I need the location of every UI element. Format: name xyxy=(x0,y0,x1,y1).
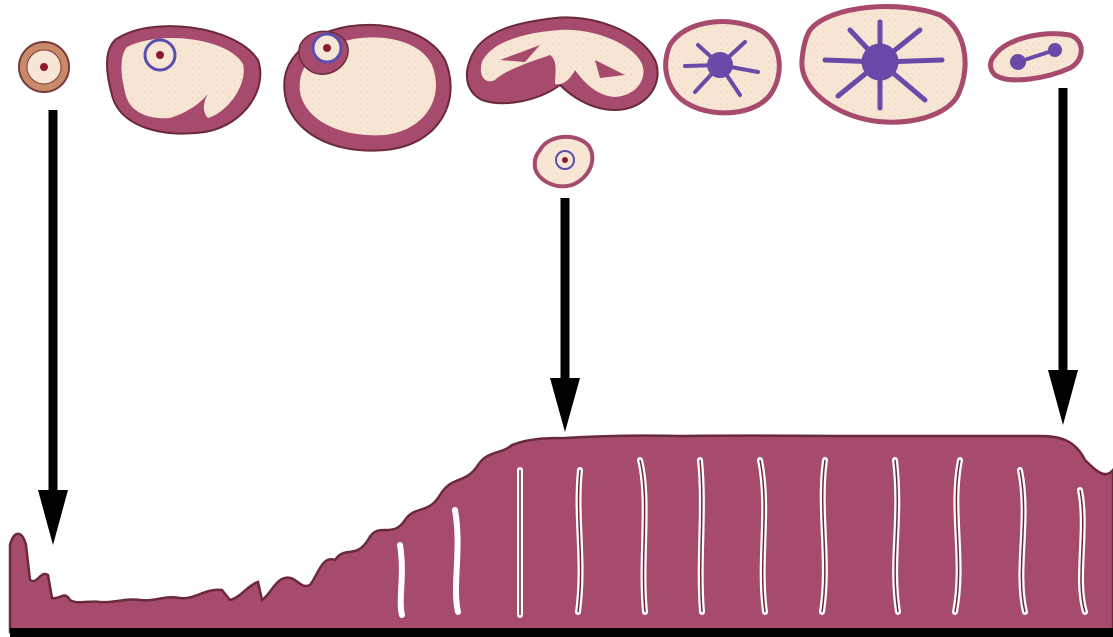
primordial-follicle-icon xyxy=(19,42,69,92)
ruptured-follicle-icon xyxy=(467,17,658,110)
corpus-albicans-icon xyxy=(990,34,1081,80)
mature-corpus-luteum-icon xyxy=(802,7,965,123)
growing-follicle-icon xyxy=(107,26,260,134)
mature-follicle-icon xyxy=(284,25,450,151)
endometrial-lining xyxy=(10,436,1113,632)
arrow-menstrual xyxy=(38,110,68,545)
released-ovum-icon xyxy=(535,137,593,187)
early-corpus-luteum-icon xyxy=(666,22,780,113)
arrow-ovulation xyxy=(550,198,580,432)
baseline xyxy=(10,628,1113,637)
arrow-secretory xyxy=(1048,88,1078,425)
